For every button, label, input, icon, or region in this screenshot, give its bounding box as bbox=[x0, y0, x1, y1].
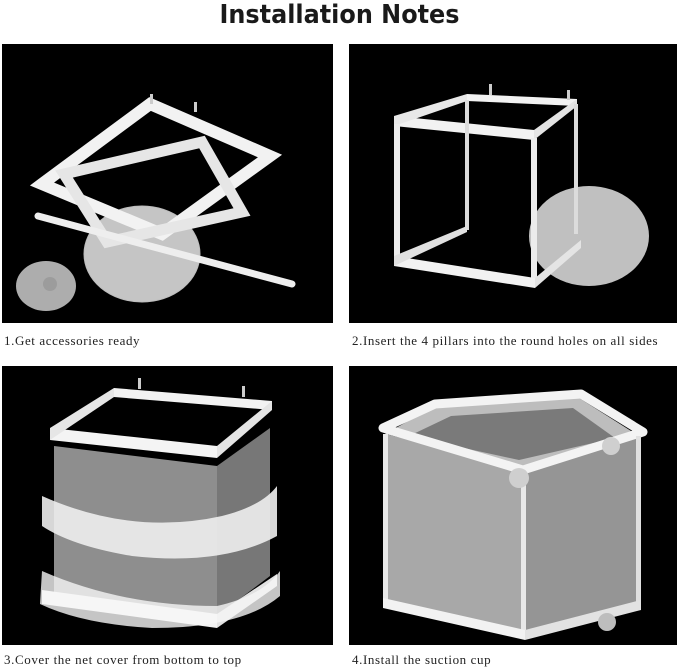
mesh-wall bbox=[385, 434, 523, 636]
frame-edge bbox=[535, 240, 581, 288]
frame-edge bbox=[50, 428, 217, 458]
frame-edge bbox=[114, 388, 272, 410]
rolled-net bbox=[42, 486, 277, 559]
suction-cup-icon bbox=[598, 613, 616, 631]
pillar bbox=[574, 104, 578, 234]
suction-cup-icon bbox=[602, 437, 620, 455]
frame-edge bbox=[394, 116, 534, 140]
step-3-photo bbox=[2, 366, 333, 645]
frame-edge bbox=[394, 94, 467, 126]
step-2-photo bbox=[349, 44, 677, 323]
finished-box-illustration bbox=[378, 389, 648, 640]
pillar bbox=[531, 138, 537, 284]
net-bottom bbox=[40, 571, 280, 628]
step-4-caption: 4.Install the suction cup bbox=[352, 652, 492, 667]
frame-edge bbox=[534, 99, 577, 140]
step-1-photo bbox=[2, 44, 333, 323]
step-3-caption: 3.Cover the net cover from bottom to top bbox=[4, 652, 242, 667]
step-1-caption: 1.Get accessories ready bbox=[4, 333, 141, 348]
pillar bbox=[636, 436, 641, 604]
pillar-rod bbox=[34, 212, 296, 288]
step-2-caption: 2.Insert the 4 pillars into the round ho… bbox=[352, 333, 659, 348]
pin bbox=[194, 102, 197, 112]
frame-edge bbox=[383, 598, 525, 640]
pin bbox=[242, 386, 245, 397]
mesh-wall bbox=[523, 436, 639, 636]
pillar bbox=[465, 100, 469, 230]
accessories-illustration bbox=[16, 94, 296, 311]
net-bag-outline bbox=[83, 205, 201, 303]
frame-edge bbox=[394, 256, 535, 288]
frame-edge bbox=[525, 600, 641, 640]
pillar bbox=[383, 434, 388, 606]
frame-edge bbox=[394, 226, 467, 266]
net-cover-illustration bbox=[40, 378, 280, 628]
frame-assembly-illustration bbox=[394, 84, 649, 288]
pin bbox=[489, 84, 492, 95]
frame-bottom bbox=[55, 135, 251, 249]
frame-edge bbox=[50, 388, 114, 440]
pillar bbox=[521, 470, 526, 638]
frame-top bbox=[29, 97, 283, 241]
frame-edge bbox=[217, 401, 272, 458]
top-frame bbox=[378, 389, 648, 475]
pin bbox=[567, 90, 570, 100]
frame-edge bbox=[467, 94, 577, 106]
step-4-photo bbox=[349, 366, 677, 645]
suction-cup-knob bbox=[43, 277, 57, 291]
pin bbox=[138, 378, 141, 389]
page-title: Installation Notes bbox=[219, 0, 460, 30]
pillar bbox=[394, 124, 400, 264]
suction-cup-icon bbox=[509, 468, 529, 488]
pin bbox=[150, 94, 153, 104]
